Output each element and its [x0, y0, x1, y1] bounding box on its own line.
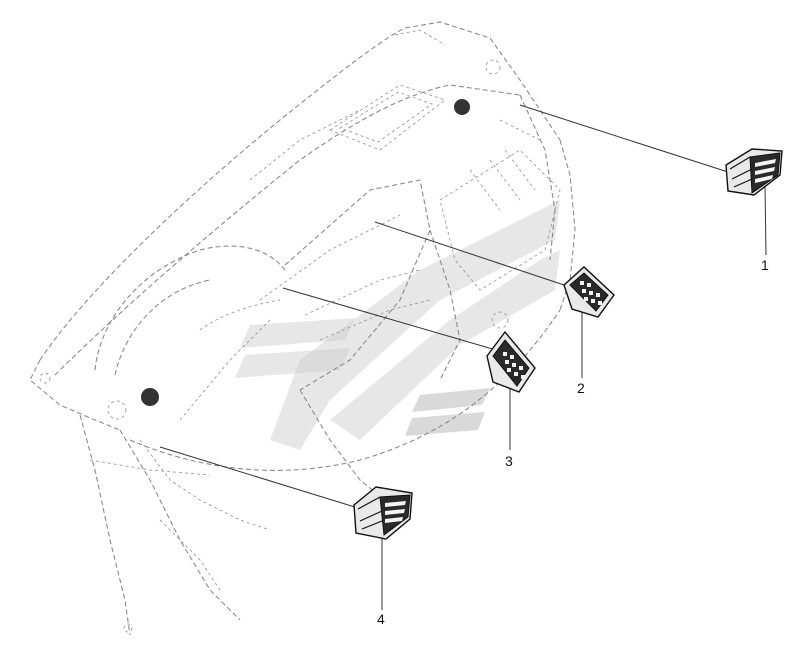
air-vent-1	[725, 148, 783, 196]
callout-1: 1	[761, 257, 769, 273]
air-vent-3	[486, 330, 536, 393]
callout-2: 2	[577, 380, 585, 396]
callout-3: 3	[505, 453, 513, 469]
leader-lines	[159, 104, 767, 610]
speaker-hole	[141, 388, 159, 406]
air-vent-4	[353, 486, 413, 540]
callout-4: 4	[377, 611, 385, 627]
air-vent-2	[563, 266, 615, 318]
watermark-logo	[235, 200, 560, 450]
speaker-hole	[454, 99, 470, 115]
